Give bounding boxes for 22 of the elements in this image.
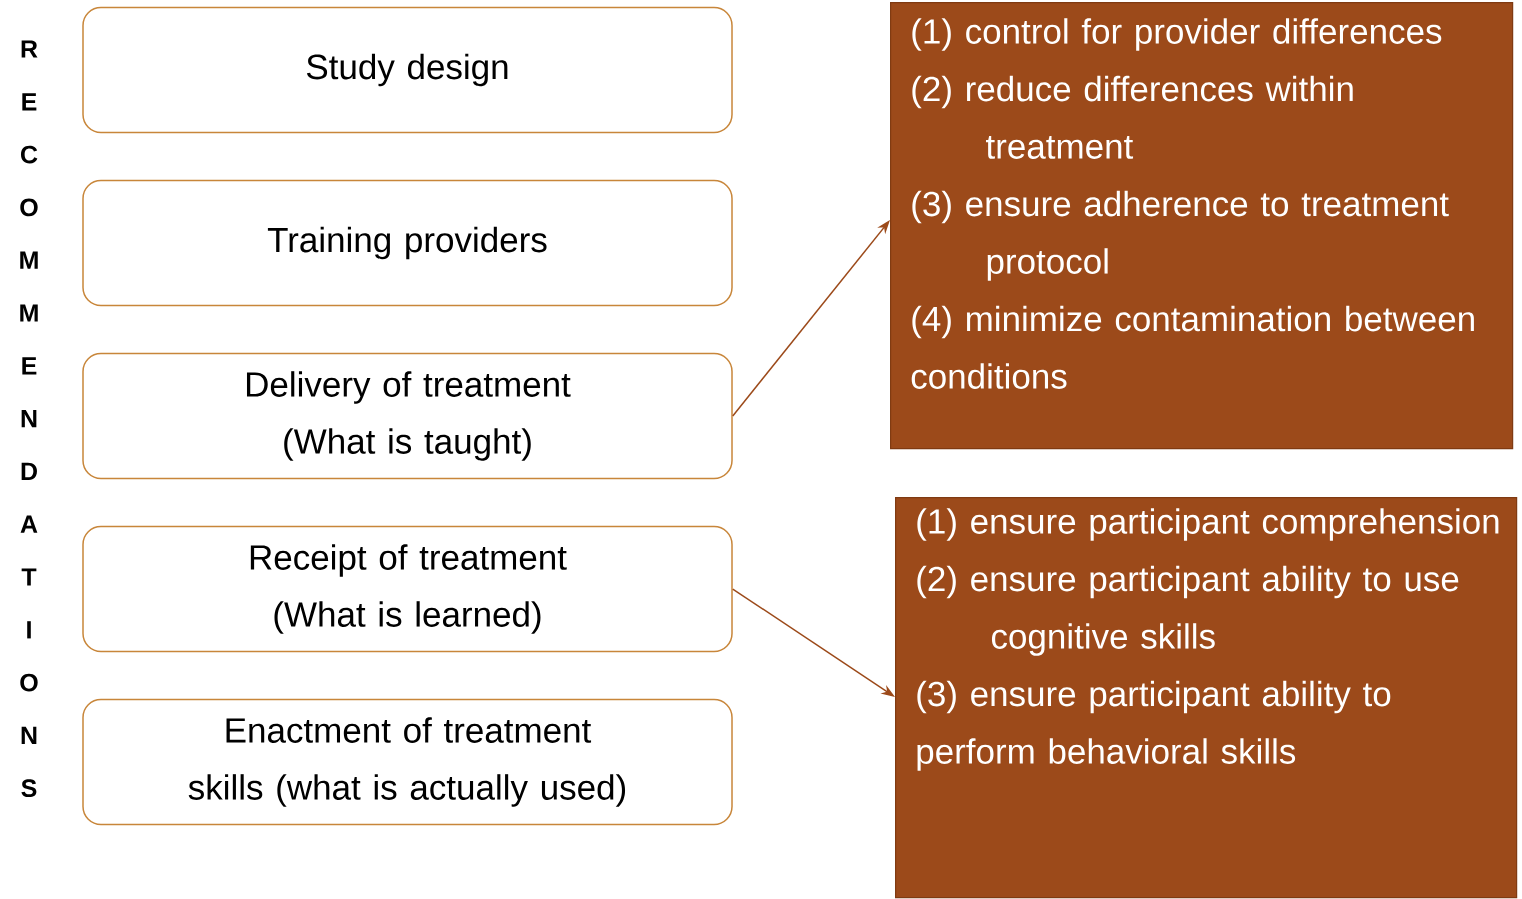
vertical-letter: N bbox=[21, 410, 37, 428]
list-box: (1) control for provider differences (2) reduce differences within treatment (3) ensure adherence to treatment protocol (4) minimize contamination between conditions bbox=[890, 2, 1514, 450]
vertical-letter: I bbox=[27, 621, 31, 639]
rounded-box: Receipt of treatment (What is learned) bbox=[82, 525, 733, 653]
vertical-letter: E bbox=[22, 93, 37, 111]
vertical-letter: D bbox=[21, 462, 37, 480]
list-box: (1) ensure participant comprehension (2) ensure participant ability to use cognitive skills (3) ensure participant ability to perform behavioral skills bbox=[895, 497, 1518, 899]
vertical-letter: M bbox=[20, 304, 38, 322]
rounded-box: Training providers bbox=[82, 179, 733, 307]
vertical-letter: S bbox=[21, 779, 37, 798]
rounded-box: Enactment of treatment skills (what is actually used) bbox=[82, 698, 733, 826]
vertical-letter: T bbox=[21, 568, 37, 586]
rounded-box: Study design bbox=[82, 6, 733, 134]
vertical-letter: A bbox=[20, 515, 38, 533]
vertical-letter: O bbox=[20, 673, 38, 692]
vertical-letter: N bbox=[21, 726, 37, 744]
vertical-letter: E bbox=[22, 357, 37, 375]
vertical-letter: M bbox=[20, 251, 38, 269]
rounded-box: Delivery of treatment (What is taught) bbox=[82, 352, 733, 480]
vertical-letter: O bbox=[20, 198, 38, 217]
vertical-letter: C bbox=[21, 145, 38, 164]
vertical-letter: R bbox=[21, 40, 38, 58]
